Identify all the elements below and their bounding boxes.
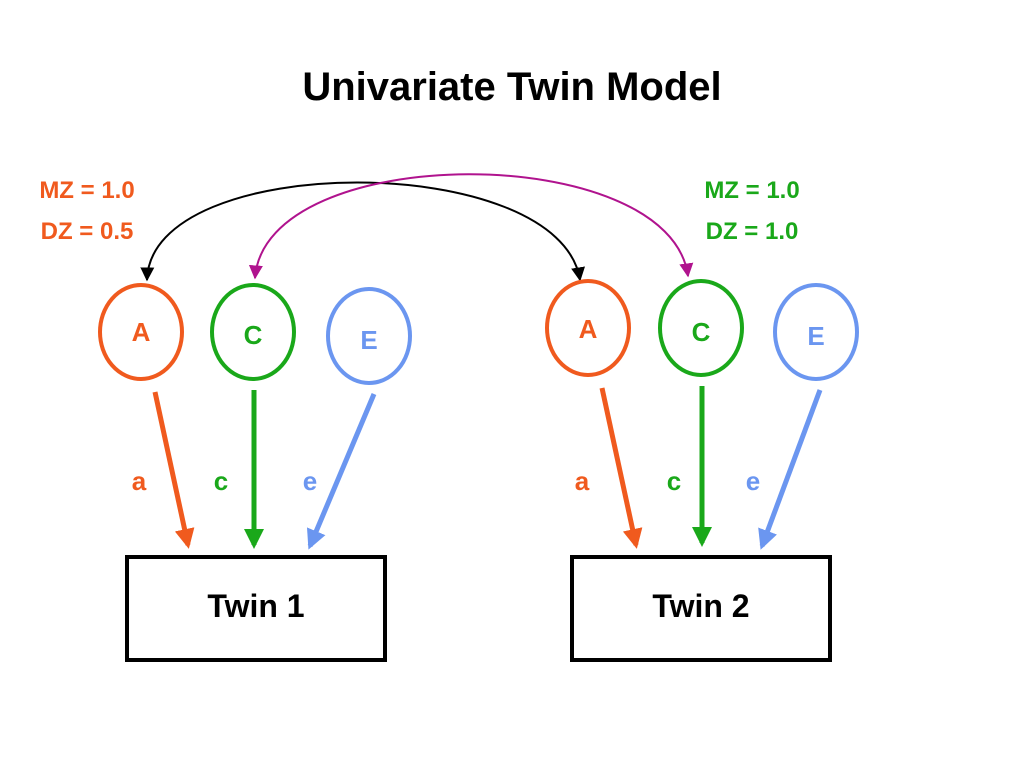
additive-mz-label: MZ = 1.0 [39,177,134,204]
twin2-a-path-label: a [575,466,590,496]
twin1-box [125,555,387,662]
twin2-a-path [599,387,643,549]
twin2-a-label: A [579,314,598,344]
common-correlation-arc [248,173,694,280]
twin1-a-path [152,391,195,549]
twin1-label: Twin 1 [207,588,304,624]
twin1-c-label: C [244,320,263,350]
twin1-e-oval [326,287,412,385]
twin2-e-path [758,389,823,550]
twin1-c-path-label: c [214,466,228,496]
twin2-e-label: E [807,321,824,351]
twin2-c-oval [658,279,744,377]
twin2-c-label: C [692,317,711,347]
additive-dz-label: DZ = 0.5 [41,218,134,245]
twin2-e-path-label: e [746,466,760,496]
twin2-box [570,555,832,662]
twin1-a-path-label: a [132,466,147,496]
twin1-e-path [306,393,377,550]
twin1-a-label: A [132,317,151,347]
twin2-a-oval [545,279,631,377]
twin2-e-oval [773,283,859,381]
common-mz-label: MZ = 1.0 [704,177,799,204]
twin2-c-path-label: c [667,466,681,496]
twin1-e-label: E [360,325,377,355]
diagram-title: Univariate Twin Model [302,65,721,109]
common-dz-label: DZ = 1.0 [706,218,799,245]
additive-correlation-arc [140,181,585,282]
twin1-c-oval [210,283,296,381]
twin2-label: Twin 2 [652,588,749,624]
twin1-a-oval [98,283,184,381]
twin1-e-path-label: e [303,466,317,496]
